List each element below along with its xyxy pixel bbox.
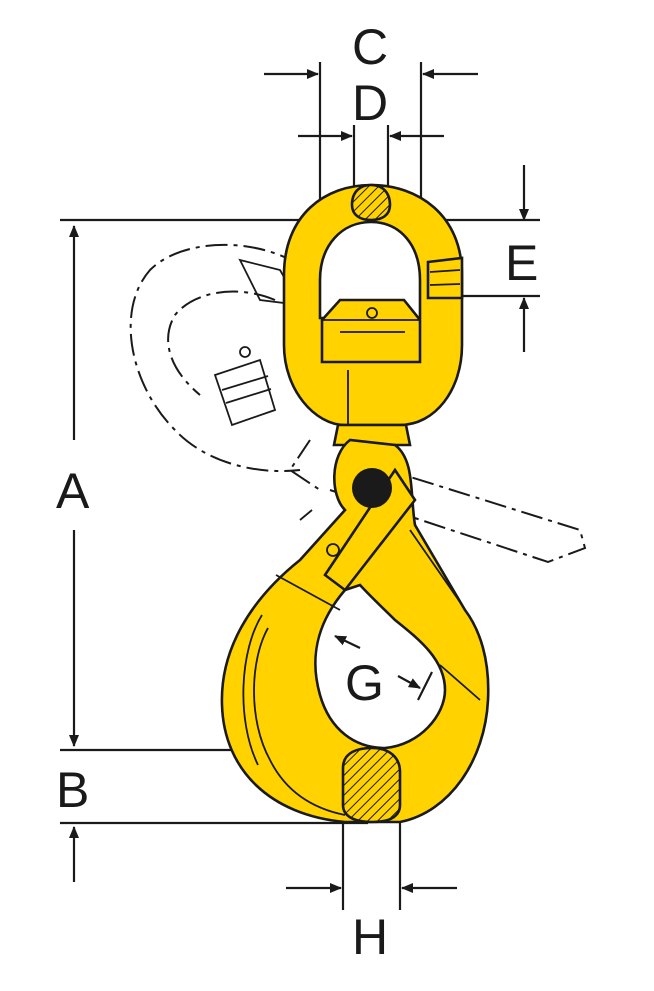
dimension-g xyxy=(334,635,433,701)
label-a: A xyxy=(56,463,90,519)
label-b: B xyxy=(56,762,89,818)
safety-latch xyxy=(299,467,417,592)
dimension-d xyxy=(298,125,444,195)
hook-body xyxy=(220,438,490,824)
phantom-hook-outline xyxy=(129,243,587,564)
label-d: D xyxy=(352,75,388,131)
label-g: G xyxy=(345,655,384,711)
pivot-pin xyxy=(352,468,392,508)
eye-section-hatched xyxy=(350,183,392,222)
load-section-hatched xyxy=(341,746,402,824)
label-e: E xyxy=(505,235,538,291)
label-h: H xyxy=(352,909,388,965)
label-c: C xyxy=(352,19,388,75)
